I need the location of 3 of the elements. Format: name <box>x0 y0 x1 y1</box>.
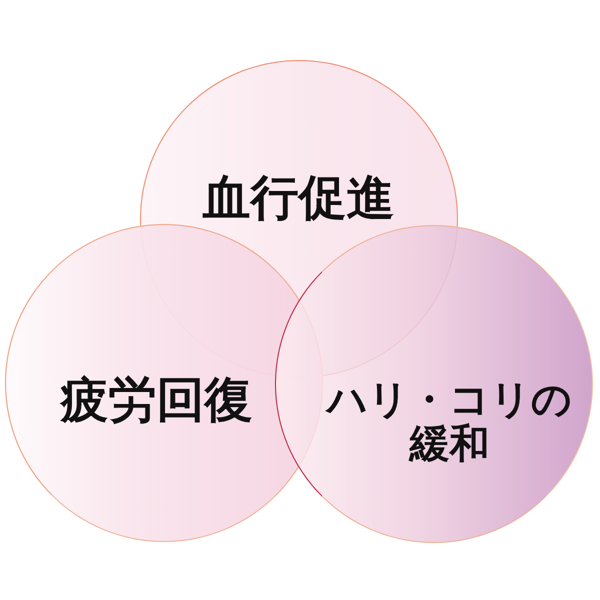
circle-label: ハリ・コリの緩和 <box>326 378 573 466</box>
circle-label: 疲労回復 <box>60 374 252 426</box>
circle-label: 血行促進 <box>202 172 394 224</box>
